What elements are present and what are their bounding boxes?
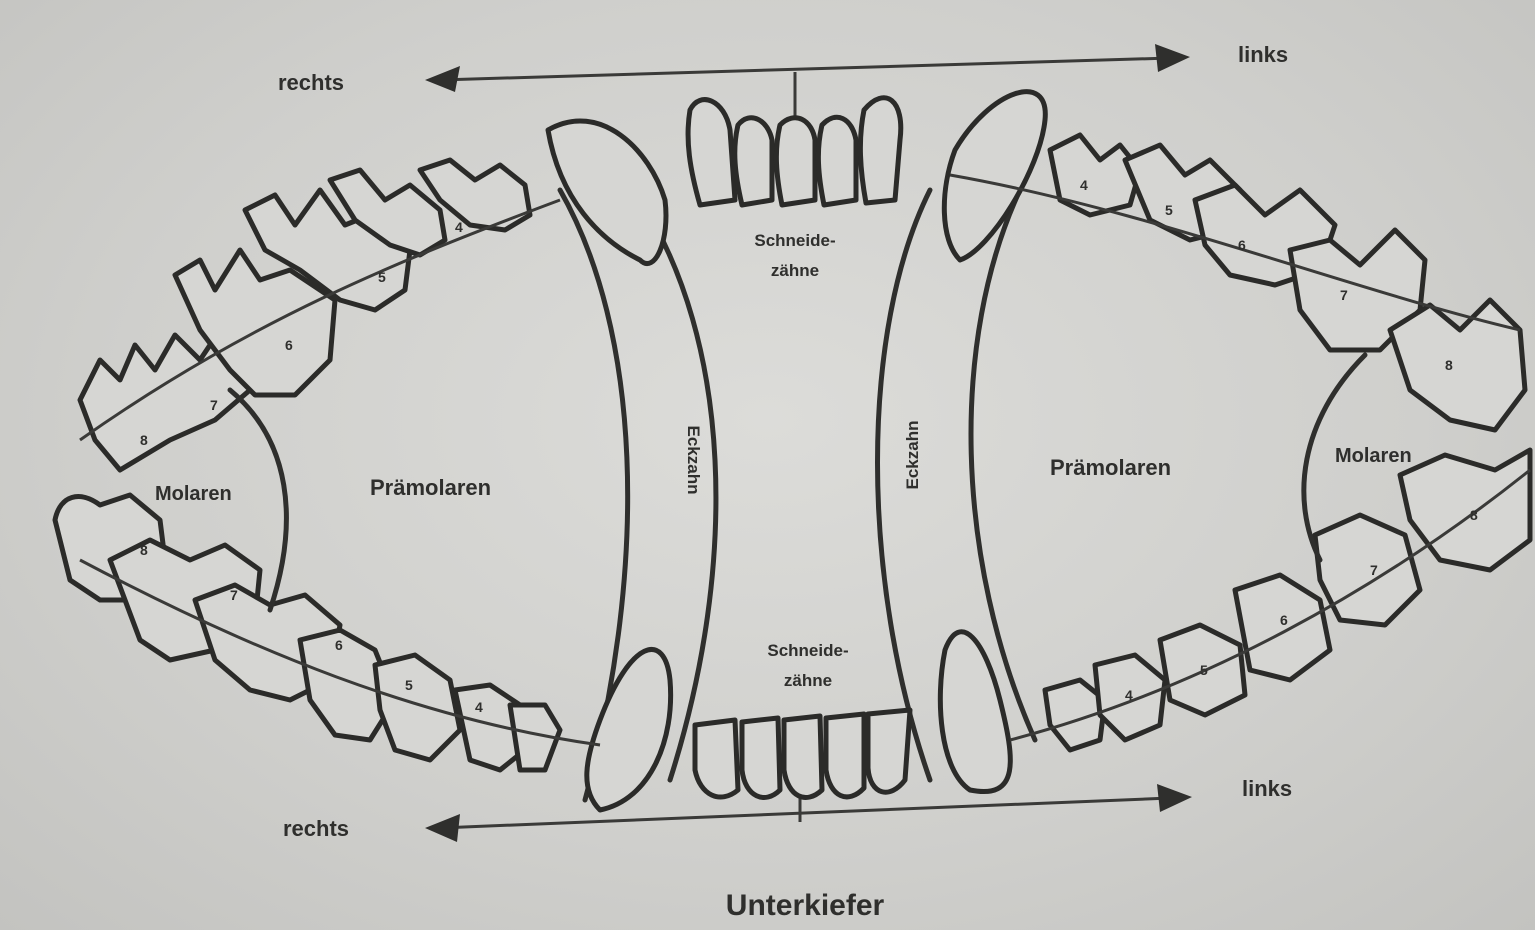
diagram-title: Unterkiefer — [726, 889, 885, 922]
num-right-upper-4: 4 — [1080, 177, 1088, 193]
num-right-lower-5: 5 — [1200, 662, 1208, 678]
label-bottom-rechts: rechts — [283, 816, 349, 841]
left-lower-premolar-4 — [375, 655, 460, 760]
lower-incisor-3 — [784, 716, 822, 797]
upper-incisor-3 — [776, 118, 815, 205]
top-direction-arrows — [425, 44, 1190, 120]
label-molars-right: Molaren — [1335, 445, 1412, 467]
label-bottom-links: links — [1242, 776, 1292, 801]
bottom-right-arrowhead — [1157, 784, 1192, 812]
upper-incisor-1 — [688, 100, 735, 205]
upper-incisor-5 — [860, 98, 900, 203]
label-top-rechts: rechts — [278, 70, 344, 95]
num-left-upper-7: 7 — [210, 397, 218, 413]
top-arrow-line — [440, 58, 1170, 80]
upper-incisor-2 — [735, 118, 772, 205]
label-canine-left: Eckzahn — [684, 426, 703, 495]
canine-upper-left — [548, 121, 666, 264]
num-right-upper-8: 8 — [1445, 357, 1453, 373]
bottom-left-arrowhead — [425, 814, 460, 842]
num-right-upper-7: 7 — [1340, 287, 1348, 303]
num-right-upper-5: 5 — [1165, 202, 1173, 218]
label-incisors-bottom-2: zähne — [784, 671, 832, 690]
num-right-lower-7: 7 — [1370, 562, 1378, 578]
left-upper-teeth — [80, 160, 530, 470]
top-right-arrowhead — [1155, 44, 1190, 72]
lower-incisor-2 — [742, 718, 780, 797]
num-left-lower-7: 7 — [230, 587, 238, 603]
upper-incisor-4 — [818, 117, 856, 205]
label-incisors-bottom-1: Schneide- — [767, 641, 848, 660]
num-left-upper-5: 5 — [378, 269, 386, 285]
label-top-links: links — [1238, 42, 1288, 67]
lower-incisors — [695, 710, 910, 797]
num-right-lower-4: 4 — [1125, 687, 1133, 703]
num-left-upper-8: 8 — [140, 432, 148, 448]
label-incisors-top-2: zähne — [771, 261, 819, 280]
lower-incisor-4 — [826, 714, 864, 797]
canine-lower-right — [940, 632, 1010, 792]
top-left-arrowhead — [425, 66, 460, 92]
label-incisors-top-1: Schneide- — [754, 231, 835, 250]
num-left-lower-4: 4 — [475, 699, 483, 715]
right-upper-molar-8 — [1390, 300, 1525, 430]
left-lower-teeth — [55, 495, 560, 770]
lower-incisor-5 — [868, 710, 910, 792]
num-left-upper-6: 6 — [285, 337, 293, 353]
right-upper-premolar-4 — [1050, 135, 1140, 215]
label-canine-right: Eckzahn — [903, 421, 922, 490]
right-upper-teeth — [1050, 135, 1525, 430]
num-right-lower-6: 6 — [1280, 612, 1288, 628]
num-left-lower-8: 8 — [140, 542, 148, 558]
label-premolars-right: Prämolaren — [1050, 455, 1171, 480]
right-lower-molar-7 — [1315, 515, 1420, 625]
num-left-lower-6: 6 — [335, 637, 343, 653]
num-left-lower-5: 5 — [405, 677, 413, 693]
bottom-arrow-line — [440, 798, 1170, 828]
num-left-upper-4: 4 — [455, 219, 463, 235]
lower-incisor-1 — [695, 720, 738, 797]
label-premolars-left: Prämolaren — [370, 475, 491, 500]
label-molars-left: Molaren — [155, 483, 232, 505]
canine-lower-left — [587, 649, 671, 810]
num-right-lower-8: 8 — [1470, 507, 1478, 523]
num-right-upper-6: 6 — [1238, 237, 1246, 253]
